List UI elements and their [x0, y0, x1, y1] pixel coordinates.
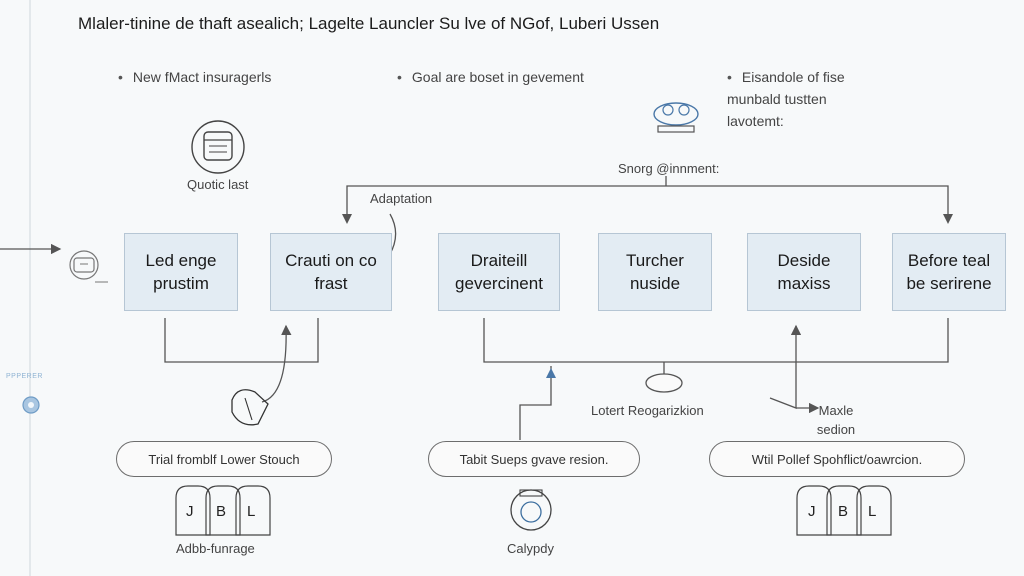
process-box-3[interactable]: Draiteill gevercinent: [438, 233, 560, 311]
caption-snorg-element: Snorg @innment:: [618, 161, 720, 176]
bullet-dot-icon: •: [727, 69, 732, 85]
left-group-bracket: [164, 318, 319, 363]
diagram-title: Mlaler-tinine de thaft asealich; Lagelte…: [78, 14, 660, 33]
tablet-glyph: J: [808, 503, 816, 520]
bullet-text: New fMact insuragerls: [132, 69, 272, 85]
bullet-text: Eisandole of fise munbald tustten lavote…: [727, 69, 845, 129]
storage-tablets-left-icon: [175, 485, 271, 536]
process-box-2[interactable]: Crauti on co frast: [270, 233, 392, 311]
badge-gear-icon: [510, 489, 552, 531]
caption-quotic-last: Quotic last: [187, 177, 249, 192]
top-loop-arrowhead-left: [342, 214, 352, 224]
hand-up-connector: [261, 324, 292, 403]
process-box-4[interactable]: Turcher nuside: [598, 233, 712, 311]
bullet-dot-icon: •: [118, 69, 123, 85]
cloud-network-icon: [653, 102, 699, 133]
tabit-up-connector: [519, 366, 552, 440]
process-box-5[interactable]: Deside maxiss: [747, 233, 861, 311]
robot-gear-icon: [69, 250, 108, 283]
tablet-glyph: B: [838, 503, 849, 520]
tabit-up-arrowhead: [546, 368, 556, 378]
caption-lower-reorganization: Lotert Reogarizkion: [591, 403, 704, 418]
top-loop-connector: [346, 185, 949, 222]
jar-icon: [191, 120, 245, 174]
side-node-inner: [28, 402, 34, 408]
outcome-pill-3[interactable]: Wtil Pollef Spohflict/oawrcion.: [709, 441, 965, 477]
process-box-6[interactable]: Before teal be serirene: [892, 233, 1006, 311]
tablet-glyph: L: [868, 503, 877, 520]
bullet-text: Goal are boset in gevement: [411, 69, 584, 85]
maxle-up-connector: [769, 324, 802, 409]
reorg-hub-icon: [645, 373, 683, 393]
bullet-item: • New fMact insuragerls: [118, 66, 338, 88]
caption-adjb-storage: Adbb-funrage: [176, 541, 255, 556]
bullet-item: • Goal are boset in gevement: [397, 66, 657, 88]
caption-maxle-section: Maxle sedion: [816, 403, 856, 437]
tablet-glyph: L: [247, 503, 256, 520]
tablet-glyph: B: [216, 503, 227, 520]
storage-tablets-right-icon: [796, 485, 892, 536]
hand-pointer-icon: [231, 389, 269, 426]
bullet-dot-icon: •: [397, 69, 402, 85]
top-loop-arrowhead-right: [943, 214, 953, 224]
outcome-pill-2[interactable]: Tabit Sueps gvave resion.: [428, 441, 640, 477]
process-box-1[interactable]: Led enge prustim: [124, 233, 238, 311]
bullet-item: •Eisandole of fise munbald tustten lavot…: [727, 66, 887, 132]
outcome-pill-1[interactable]: Trial fromblf Lower Stouch: [116, 441, 332, 477]
tablet-glyph: J: [186, 503, 194, 520]
caption-adaptation: Adaptation: [370, 191, 433, 206]
side-tag-label: PPPERER: [6, 373, 43, 380]
right-group-bracket: [483, 318, 949, 363]
caption-calypdy: Calypdy: [507, 541, 554, 556]
